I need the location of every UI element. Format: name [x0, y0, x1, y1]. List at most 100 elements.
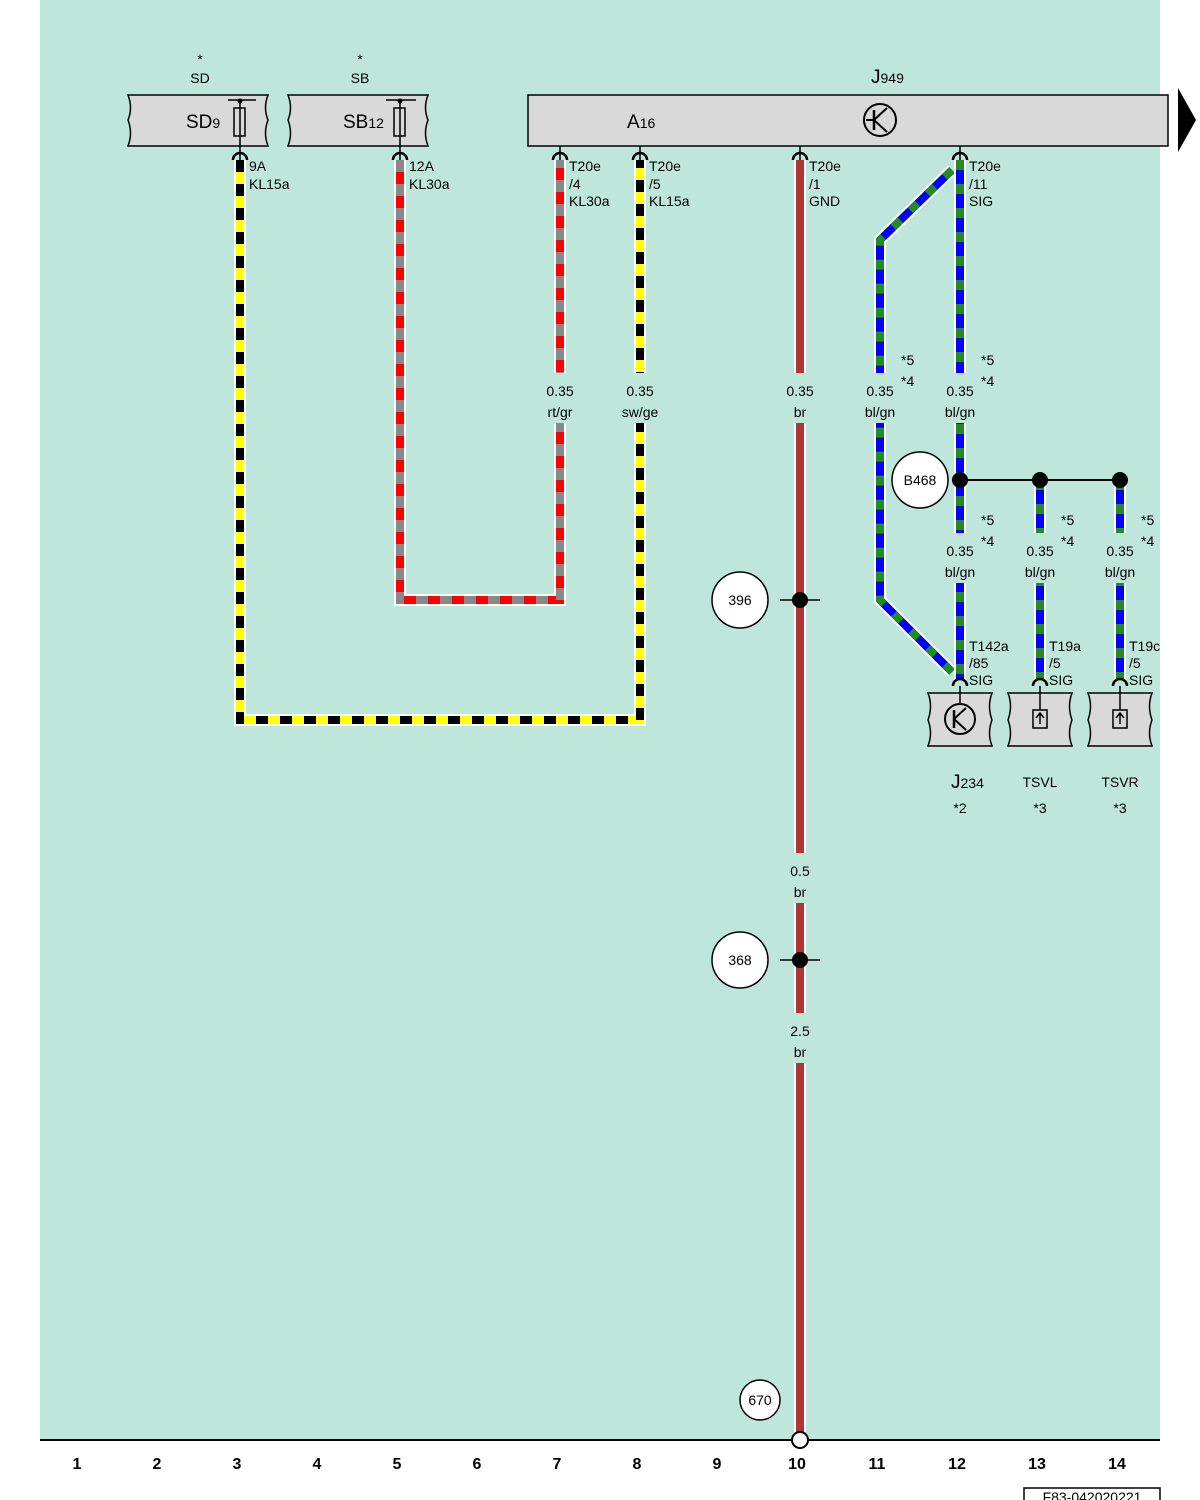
- wire-label: 0.35 bl/gn: [945, 383, 975, 420]
- svg-text:0.35: 0.35: [626, 383, 653, 399]
- svg-text:*4: *4: [1141, 533, 1154, 549]
- svg-text:T19a: T19a: [1049, 638, 1081, 654]
- column-number: 6: [473, 1456, 482, 1473]
- svg-text:0.35: 0.35: [1026, 543, 1053, 559]
- column-number: 4: [313, 1456, 322, 1473]
- pin-label-sb: 12A KL30a: [409, 158, 450, 192]
- tsvr-label: TSVR: [1101, 774, 1138, 790]
- svg-text:0.5: 0.5: [790, 863, 810, 879]
- pin-label-tsvl: T19a /5 SIG: [1049, 638, 1081, 688]
- footnote-marker: *5 *4: [901, 352, 914, 389]
- svg-text:/5: /5: [1129, 655, 1141, 671]
- svg-text:2.5: 2.5: [790, 1023, 810, 1039]
- svg-text:SIG: SIG: [1049, 672, 1073, 688]
- splice-node: [1032, 472, 1048, 488]
- component-j234[interactable]: [926, 686, 994, 747]
- svg-text:KL30a: KL30a: [569, 193, 610, 209]
- svg-text:*5: *5: [1141, 512, 1154, 528]
- svg-text:0.35: 0.35: [786, 383, 813, 399]
- pin-label-p12: T20e /11 SIG: [969, 158, 1001, 209]
- wire-label: 0.35 bl/gn: [1025, 543, 1055, 580]
- svg-text:bl/gn: bl/gn: [1105, 564, 1135, 580]
- wire-label: 0.35 rt/gr: [546, 383, 573, 420]
- fuse-box-sd[interactable]: * SD SD9: [126, 51, 270, 147]
- j949-label: J949: [871, 67, 904, 88]
- connection-point-670[interactable]: 670: [739, 1379, 781, 1421]
- continuation-arrow-icon[interactable]: [1178, 88, 1196, 152]
- footnote-marker: *5 *4: [1141, 512, 1154, 549]
- fuse-icon: [228, 98, 256, 146]
- pin-label-tsvr: T19c /5 SIG: [1129, 638, 1160, 688]
- sensor-icon: [1112, 709, 1128, 729]
- footnote-marker: *5 *4: [1061, 512, 1074, 549]
- column-number: 13: [1028, 1456, 1046, 1473]
- column-number: 12: [948, 1456, 966, 1473]
- svg-text:bl/gn: bl/gn: [945, 564, 975, 580]
- connection-point-396[interactable]: 396: [711, 571, 820, 629]
- svg-text:*5: *5: [981, 352, 994, 368]
- footnote-marker: *5 *4: [981, 352, 994, 389]
- wire-label: 0.35 bl/gn: [865, 383, 895, 420]
- tsvl-note: *3: [1033, 800, 1046, 816]
- svg-text:br: br: [794, 404, 807, 420]
- svg-text:/5: /5: [649, 176, 661, 192]
- svg-text:SIG: SIG: [969, 193, 993, 209]
- pin-label-p7: T20e /4 KL30a: [569, 158, 610, 209]
- svg-text:br: br: [794, 884, 807, 900]
- wire-label: 0.35 sw/ge: [622, 383, 659, 420]
- svg-text:sw/ge: sw/ge: [622, 404, 659, 420]
- fuse-icon: [386, 98, 416, 146]
- pin-label-sd: 9A KL15a: [249, 158, 290, 192]
- svg-text:368: 368: [728, 952, 752, 968]
- svg-text:bl/gn: bl/gn: [945, 404, 975, 420]
- sensor-icon: [1032, 709, 1048, 729]
- svg-text:/5: /5: [1049, 655, 1061, 671]
- splice-node: [952, 472, 968, 488]
- ground-terminal[interactable]: [791, 1431, 809, 1449]
- svg-text:0.35: 0.35: [946, 543, 973, 559]
- pin-label-p8: T20e /5 KL15a: [649, 158, 690, 209]
- svg-text:bl/gn: bl/gn: [1025, 564, 1055, 580]
- svg-text:0.35: 0.35: [946, 383, 973, 399]
- connector-socket-icon: [231, 146, 1129, 687]
- a16-label: A16: [627, 112, 655, 133]
- column-number: 2: [153, 1456, 162, 1473]
- column-number: 3: [233, 1456, 242, 1473]
- svg-text:12A: 12A: [409, 158, 435, 174]
- tsvr-note: *3: [1113, 800, 1126, 816]
- svg-text:SIG: SIG: [969, 672, 993, 688]
- component-tsvl[interactable]: [1006, 686, 1074, 747]
- column-number: 8: [633, 1456, 642, 1473]
- tsvl-label: TSVL: [1022, 774, 1057, 790]
- footnote-marker: *5 *4: [981, 512, 994, 549]
- svg-text:*5: *5: [1061, 512, 1074, 528]
- svg-text:T20e: T20e: [969, 158, 1001, 174]
- sb-star: *: [357, 51, 363, 67]
- svg-text:KL30a: KL30a: [409, 176, 450, 192]
- svg-text:*4: *4: [1061, 533, 1074, 549]
- svg-text:/85: /85: [969, 655, 989, 671]
- svg-text:/1: /1: [809, 176, 821, 192]
- svg-text:/11: /11: [969, 176, 988, 192]
- svg-text:br: br: [794, 1044, 807, 1060]
- svg-text:T19c: T19c: [1129, 638, 1160, 654]
- svg-text:*4: *4: [981, 533, 994, 549]
- svg-text:T20e: T20e: [569, 158, 601, 174]
- wire-sw-ge[interactable]: [234, 160, 646, 726]
- component-tsvr[interactable]: [1086, 686, 1154, 747]
- svg-text:T142a: T142a: [969, 638, 1009, 654]
- svg-text:0.35: 0.35: [546, 383, 573, 399]
- column-number: 1: [73, 1456, 82, 1473]
- sb-group-label: SB: [351, 70, 370, 86]
- svg-text:*4: *4: [901, 373, 914, 389]
- column-number: 10: [788, 1456, 806, 1473]
- svg-text:T20e: T20e: [649, 158, 681, 174]
- connection-point-b468[interactable]: B468: [891, 451, 949, 509]
- wire-label: 2.5 br: [790, 1023, 810, 1060]
- svg-text:bl/gn: bl/gn: [865, 404, 895, 420]
- connection-point-368[interactable]: 368: [711, 931, 820, 989]
- wire-label: 0.35 bl/gn: [945, 543, 975, 580]
- fuse-box-sb[interactable]: * SB SB12: [286, 51, 430, 147]
- svg-text:0.35: 0.35: [1106, 543, 1133, 559]
- control-unit-j949[interactable]: J949 A16: [527, 67, 1169, 147]
